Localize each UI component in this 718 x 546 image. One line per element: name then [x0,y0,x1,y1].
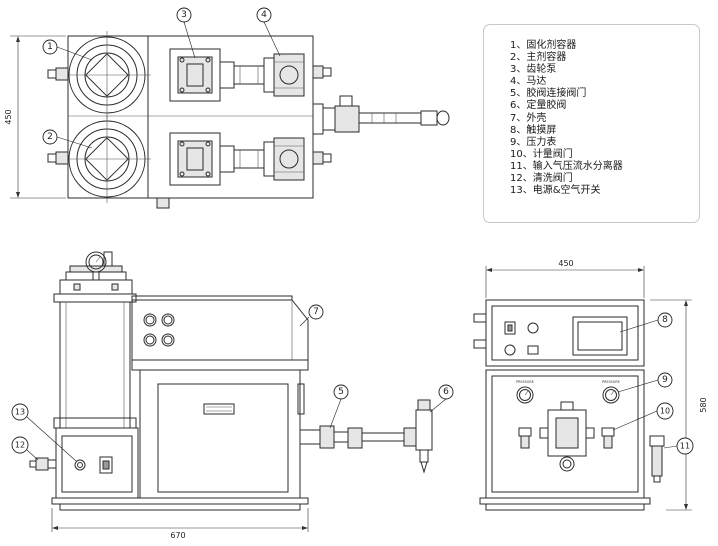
callout-8: 8 [662,315,668,325]
pressure-label-right: PRESSURE [602,380,620,384]
callout-9: 9 [662,375,668,385]
dimension-front-width: 670 [170,531,185,540]
callout-11: 11 [680,442,690,451]
callout-5: 5 [338,387,344,397]
legend-item: 6、定量胶阀 [510,100,567,112]
callout-10: 10 [660,407,670,416]
callout-3: 3 [181,10,187,20]
dispense-valve-top [312,95,450,135]
legend-item: 11、输入气压流水分离器 [510,160,623,172]
side-view: PRESSURE PRESSURE 450 [473,259,708,511]
callout-1: 1 [47,42,53,52]
hardener-container-top [63,31,151,119]
legend-item: 13、电源&空气开关 [510,185,601,197]
callouts: 1 2 3 4 5 6 7 8 9 10 [11,7,694,462]
legend-item: 4、马达 [510,76,547,88]
legend-item: 10、计量阀门 [510,148,573,160]
dimension-side-width: 450 [558,259,573,268]
callout-4: 4 [261,10,267,20]
dimension-top-depth: 450 [4,109,13,124]
callout-12: 12 [15,441,25,450]
gear-pump-top [169,48,265,102]
callout-13: 13 [15,408,25,417]
legend-item: 7、外壳 [510,112,547,124]
legend-item: 12、清洗阀门 [510,173,573,185]
legend-item: 1、固化剂容器 [510,40,577,51]
main-agent-container-top [63,115,151,203]
motor-top [263,53,305,97]
legend-item: 2、主剂容器 [510,52,567,64]
top-view: 450 [4,31,450,209]
motor-bottom [263,137,305,181]
callout-2: 2 [47,132,53,142]
parts-legend: 1、固化剂容器 2、主剂容器 3、齿轮泵 4、马达 5、胶阀连接阀门 6、定量胶… [483,24,700,223]
legend-item: 5、胶阀连接阀门 [510,88,587,100]
pressure-label-left: PRESSURE [516,380,534,384]
front-view: 670 [29,251,433,540]
callout-6: 6 [443,387,449,397]
legend-item: 9、压力表 [510,136,557,148]
touch-screen [572,316,628,356]
legend-item: 8、触摸屏 [510,124,557,136]
dimension-side-height: 580 [699,397,708,412]
callout-7: 7 [313,307,319,317]
air-separator [649,435,665,483]
gear-pump-bottom [169,132,265,186]
legend-item: 3、齿轮泵 [510,64,557,76]
